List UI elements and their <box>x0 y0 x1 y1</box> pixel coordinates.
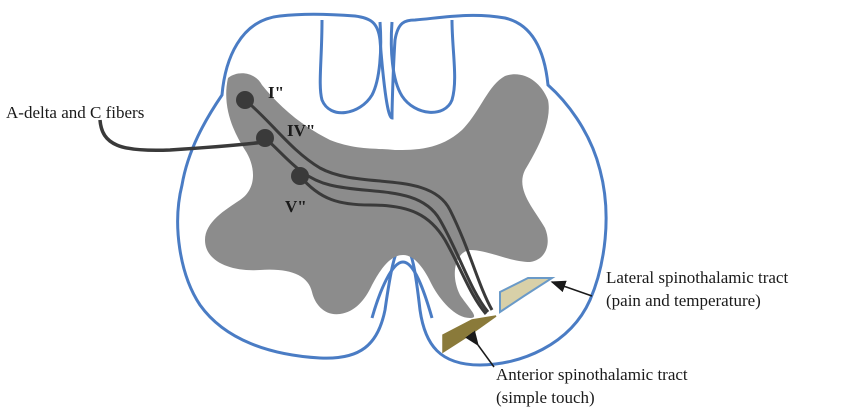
anterior-tract-label-line1: Anterior spinothalamic tract <box>496 365 688 384</box>
lamina-4-node <box>256 129 274 147</box>
lamina-5-node <box>291 167 309 185</box>
anterior-tract-label-line2: (simple touch) <box>496 388 595 407</box>
lateral-tract-label-line1: Lateral spinothalamic tract <box>606 268 788 287</box>
lamina-4-label: IV" <box>287 121 315 140</box>
lamina-1-label: I" <box>268 83 284 102</box>
lateral-tract-label-line2: (pain and temperature) <box>606 291 761 310</box>
fibers-label: A-delta and C fibers <box>6 103 144 122</box>
lamina-5-label: V" <box>285 197 307 216</box>
lamina-1-node <box>236 91 254 109</box>
